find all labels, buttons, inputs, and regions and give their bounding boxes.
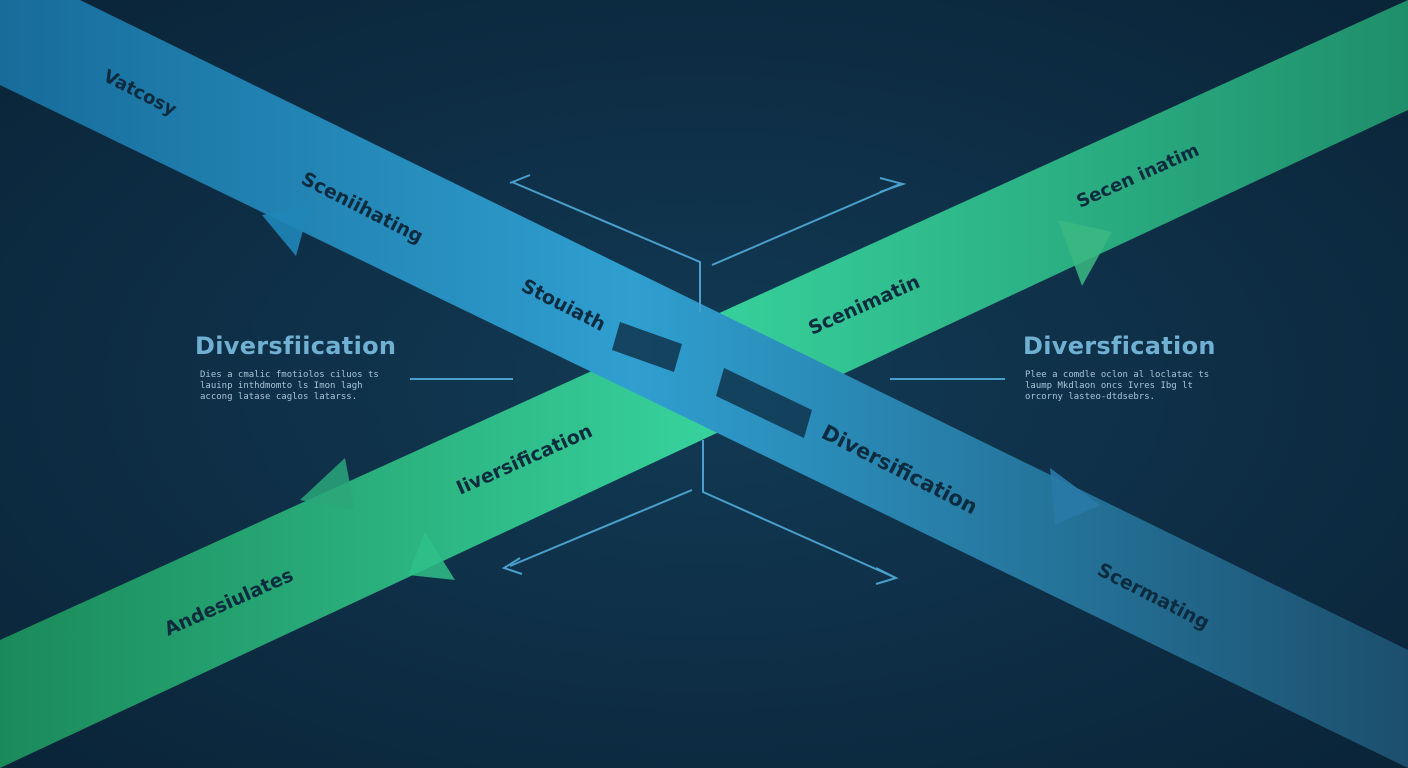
chevron-arrow-icon bbox=[879, 177, 907, 193]
guide-lines bbox=[410, 174, 1005, 585]
left-panel-body: Dies a cmalic fmotiolos ciluos ts lauinp… bbox=[200, 370, 379, 402]
band-gap-mark bbox=[612, 322, 682, 372]
chevron-arrow-icon bbox=[875, 567, 899, 585]
left-panel-title: Diversfiication bbox=[195, 332, 397, 360]
arrow-head-icon bbox=[300, 458, 355, 510]
guide-line-bottom-right bbox=[702, 440, 897, 579]
right-panel-body: Plee a comdle oclon al loclatac ts laump… bbox=[1025, 370, 1210, 402]
guide-line-top-left bbox=[511, 181, 701, 312]
band-gap-mark bbox=[716, 368, 812, 438]
chevron-arrow-icon bbox=[501, 557, 523, 575]
guide-line-bottom-left bbox=[509, 489, 693, 567]
chevron-arrow-icon bbox=[509, 174, 531, 184]
arrow-head-icon bbox=[1050, 468, 1100, 525]
arrow-head-icon bbox=[1058, 220, 1112, 286]
guide-line-top-right bbox=[711, 183, 901, 266]
right-panel-title: Diversfication bbox=[1023, 332, 1216, 360]
arrow-head-icon bbox=[262, 205, 310, 256]
arrow-head-icon bbox=[408, 532, 455, 580]
